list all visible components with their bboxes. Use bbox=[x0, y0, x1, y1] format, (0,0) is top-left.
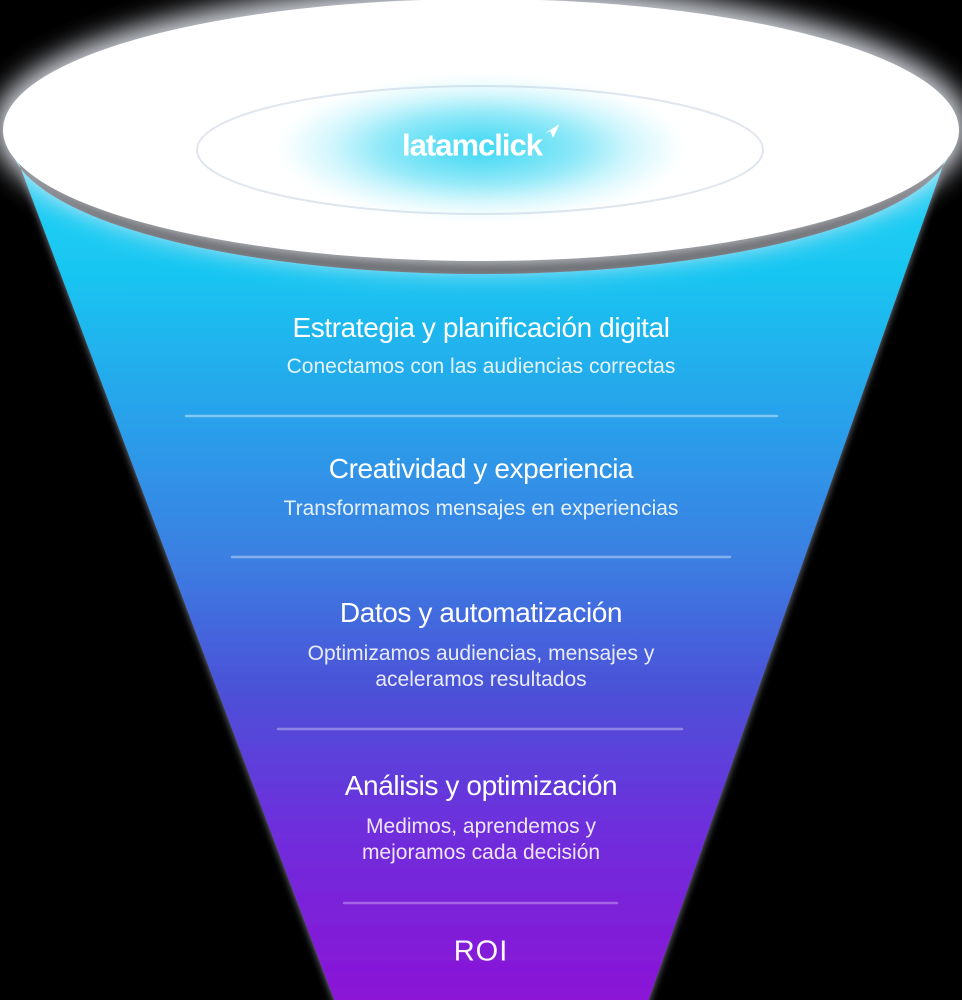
cone-body bbox=[10, 140, 952, 1000]
rim-cyan-glow bbox=[221, 58, 741, 238]
stage-5-roi-label: ROI bbox=[453, 935, 509, 968]
stage-4-subtitle: Medimos, aprendemos y mejoramos cada dec… bbox=[361, 815, 601, 864]
stage-1-title: Estrategia y planificación digital bbox=[292, 312, 670, 343]
stage-4-title: Análisis y optimización bbox=[344, 770, 618, 801]
stage-3-subtitle: Optimizamos audiencias, mensajes y acele… bbox=[307, 642, 655, 691]
stage-2-title: Creatividad y experiencia bbox=[328, 453, 634, 484]
stage-1-subtitle: Conectamos con las audiencias correctas bbox=[286, 355, 676, 378]
stage-2-subtitle: Transformamos mensajes en experiencias bbox=[283, 497, 679, 520]
cursor-arrow-icon bbox=[544, 124, 560, 139]
latamclick-logo: latamclick bbox=[402, 124, 560, 163]
logo-text: latamclick bbox=[402, 127, 543, 163]
stage-3-title: Datos y automatización bbox=[339, 597, 623, 628]
